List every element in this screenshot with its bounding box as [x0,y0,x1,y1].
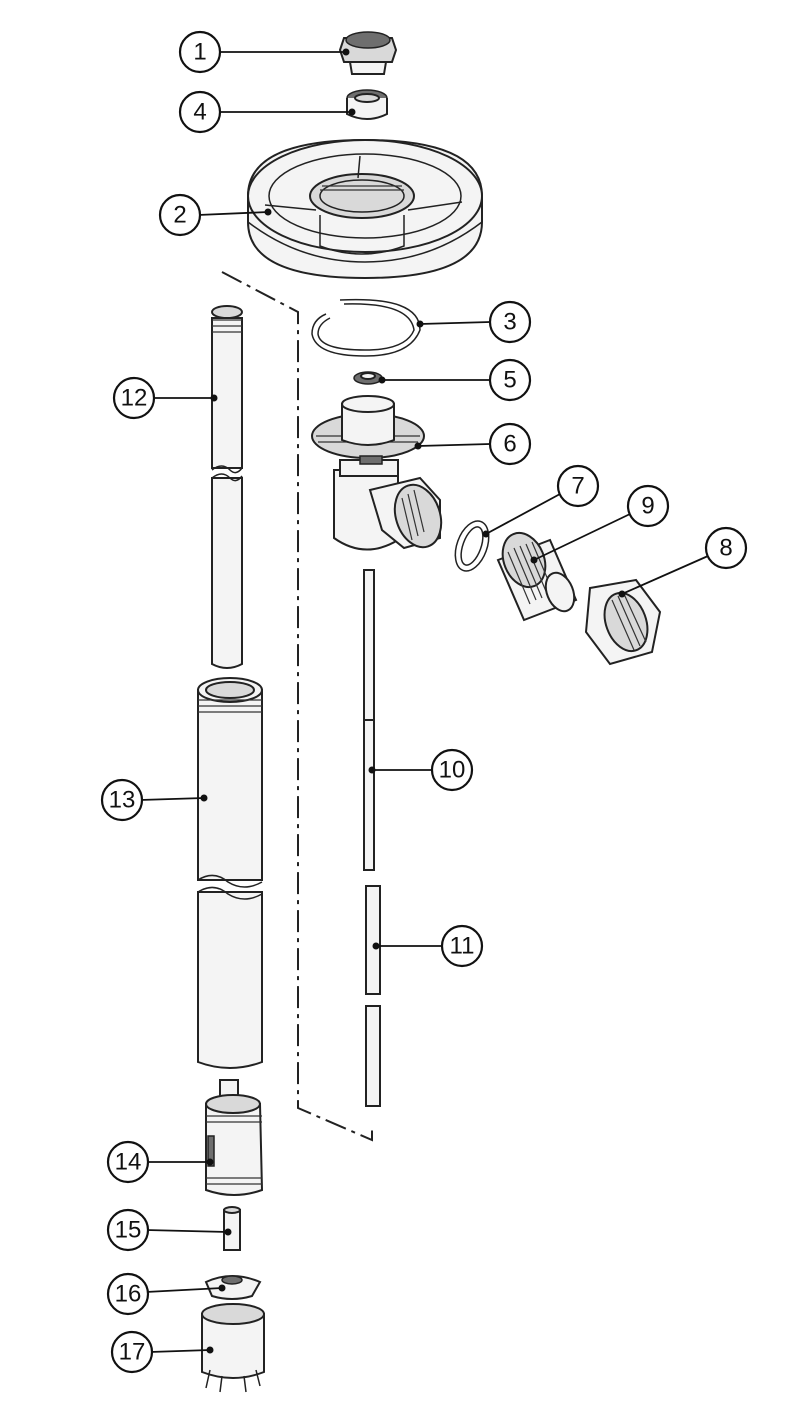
callout-leader-dot [264,208,272,216]
callout-circle [488,300,532,344]
part-8-union-nut [584,578,662,666]
part-11-pump-rod-lower [365,885,381,1107]
callout-leader-dot [372,942,380,950]
callout-circle [158,193,202,237]
callout-leader-dot [342,48,350,56]
callout-number: 14 [115,1149,142,1176]
callout-number: 3 [503,309,516,336]
callout-number: 9 [641,493,654,520]
callout-circle [106,1208,150,1252]
part-6-valve-head [311,395,443,551]
callout-leader-dot [416,320,424,328]
callout-leader-line [621,555,709,595]
callout-7: 7 [482,464,600,538]
part-3-retaining-ring [311,298,421,357]
callout-leader-dot [368,766,376,774]
callout-2: 2 [158,193,272,237]
callout-number: 10 [439,757,466,784]
callout-number: 1 [193,39,206,66]
callout-12: 12 [112,376,218,420]
callout-9: 9 [530,484,670,564]
part-17-foot-valve [201,1303,265,1393]
part-4-bushing [346,89,388,120]
callout-number: 12 [121,385,148,412]
callout-number: 5 [503,367,516,394]
callout-leader-dot [378,376,386,384]
callout-leader-dot [206,1346,214,1354]
callout-leader-line [145,1229,229,1233]
callout-leader-dot [414,442,422,450]
callout-leader-dot [200,794,208,802]
callout-number: 6 [503,431,516,458]
callout-5: 5 [378,358,532,402]
callout-leader-line [417,443,491,447]
assembly-path-line [221,271,373,1142]
callout-circle [430,748,474,792]
callout-leader-line [533,513,631,561]
part-13-cylinder [197,677,263,1069]
callout-1: 1 [178,30,350,74]
callout-circle [100,778,144,822]
callout-circle [488,358,532,402]
callout-4: 4 [178,90,356,134]
part-2-handwheel [247,138,483,280]
callout-leader-line [139,797,205,801]
callout-circle [556,464,600,508]
callout-8: 8 [618,526,748,598]
callout-circle [178,90,222,134]
callout-11: 11 [372,924,484,968]
callout-14: 14 [106,1140,214,1184]
callout-leader-line [197,211,269,216]
callout-circle [440,924,484,968]
callout-circle [110,1330,154,1374]
part-14-piston [205,1079,264,1196]
callout-number: 17 [119,1339,146,1366]
part-16-valve-disc [204,1275,262,1300]
part-5-small-nut [353,371,383,385]
callout-circle [178,30,222,74]
callout-circle [626,484,670,528]
callout-number: 16 [115,1281,142,1308]
callout-leader-line [149,1349,211,1353]
part-7-o-ring [454,520,490,572]
callout-leader-dot [530,556,538,564]
callout-circle [488,422,532,466]
callout-leader-dot [348,108,356,116]
callout-13: 13 [100,778,208,822]
callout-circle [106,1140,150,1184]
part-1-cap-nut [338,31,398,75]
callout-leader-line [419,321,491,325]
callout-15: 15 [106,1208,232,1252]
callout-leader-dot [482,530,490,538]
callout-leader-line [485,493,561,535]
callout-leader-dot [618,590,626,598]
part-12-drop-pipe [211,305,243,669]
callout-10: 10 [368,748,474,792]
callout-leader-line [145,1287,223,1293]
callout-circle [106,1272,150,1316]
part-9-threaded-connector [496,531,578,622]
part-15-pin [223,1206,241,1251]
part-10-pump-rod [363,569,375,871]
callout-circle [704,526,748,570]
callout-6: 6 [414,422,532,466]
callout-number: 15 [115,1217,142,1244]
callout-leader-dot [206,1158,214,1166]
callout-number: 11 [450,933,475,960]
callout-number: 2 [173,202,186,229]
callout-number: 7 [571,473,584,500]
callout-leader-dot [224,1228,232,1236]
callout-3: 3 [416,300,532,344]
callout-leader-dot [218,1284,226,1292]
callout-circle [112,376,156,420]
callout-16: 16 [106,1272,226,1316]
callout-number: 8 [719,535,732,562]
callout-17: 17 [110,1330,214,1374]
callout-number: 13 [109,787,136,814]
callout-leader-dot [210,394,218,402]
callout-number: 4 [193,99,206,126]
